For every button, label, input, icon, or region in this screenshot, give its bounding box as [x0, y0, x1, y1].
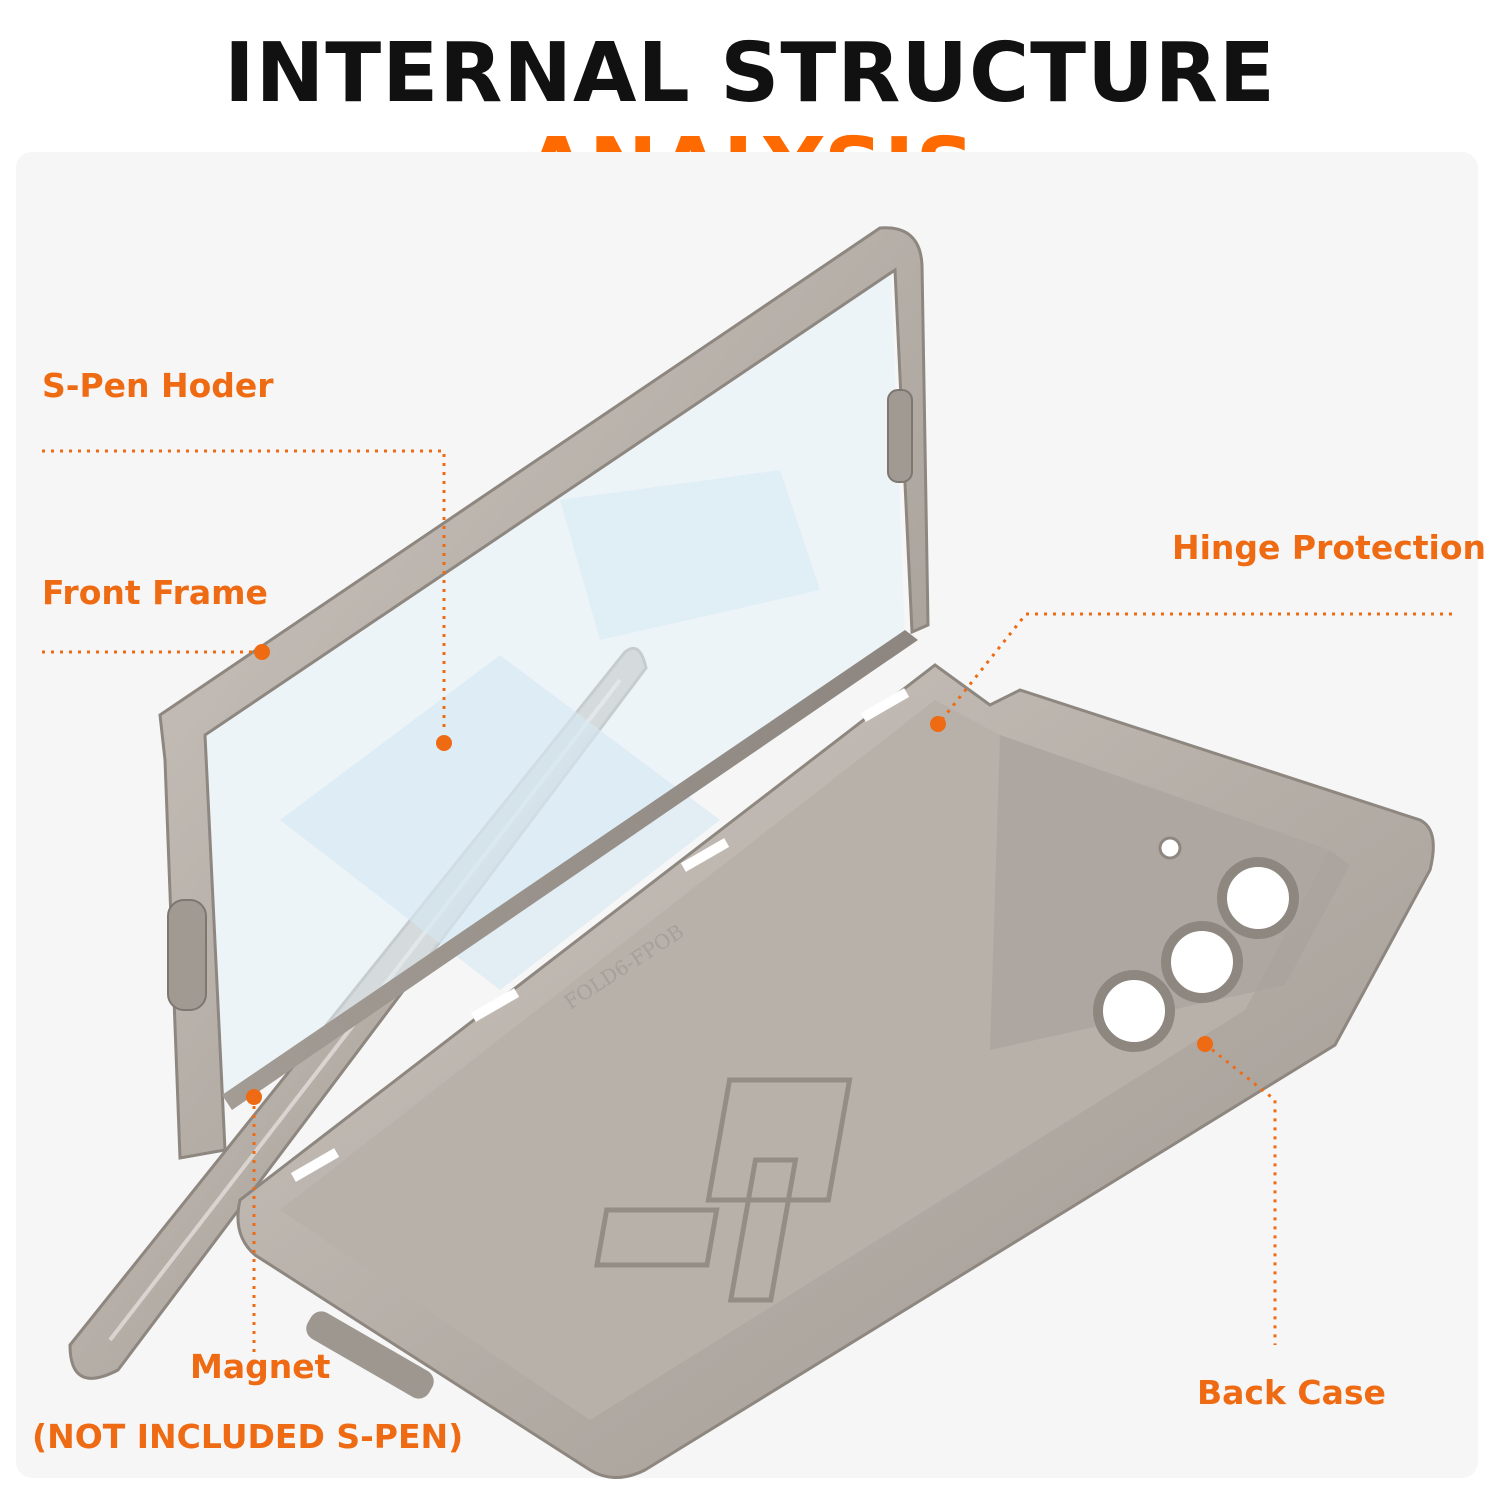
label-spen-holder: S-Pen Hoder: [42, 366, 274, 405]
title-main: INTERNAL STRUCTURE: [224, 26, 1276, 121]
label-front-frame: Front Frame: [42, 573, 268, 612]
callout-dot-spen: [436, 735, 452, 751]
front-frame: [158, 226, 930, 1160]
callout-lines: [42, 449, 1452, 1352]
back-case: [236, 663, 1435, 1479]
label-magnet: Magnet: [190, 1347, 331, 1386]
callout-dot-backcase: [1197, 1036, 1213, 1052]
callout-dot-hinge: [930, 716, 946, 732]
kickstand: [594, 1077, 853, 1303]
label-spen-note: (NOT INCLUDED S-PEN): [32, 1417, 464, 1456]
callout-dots: [246, 644, 1213, 1105]
callout-dot-magnet: [246, 1089, 262, 1105]
label-back-case: Back Case: [1197, 1373, 1386, 1412]
label-hinge-protection: Hinge Protection: [1172, 528, 1487, 567]
callout-dot-frame: [254, 644, 270, 660]
